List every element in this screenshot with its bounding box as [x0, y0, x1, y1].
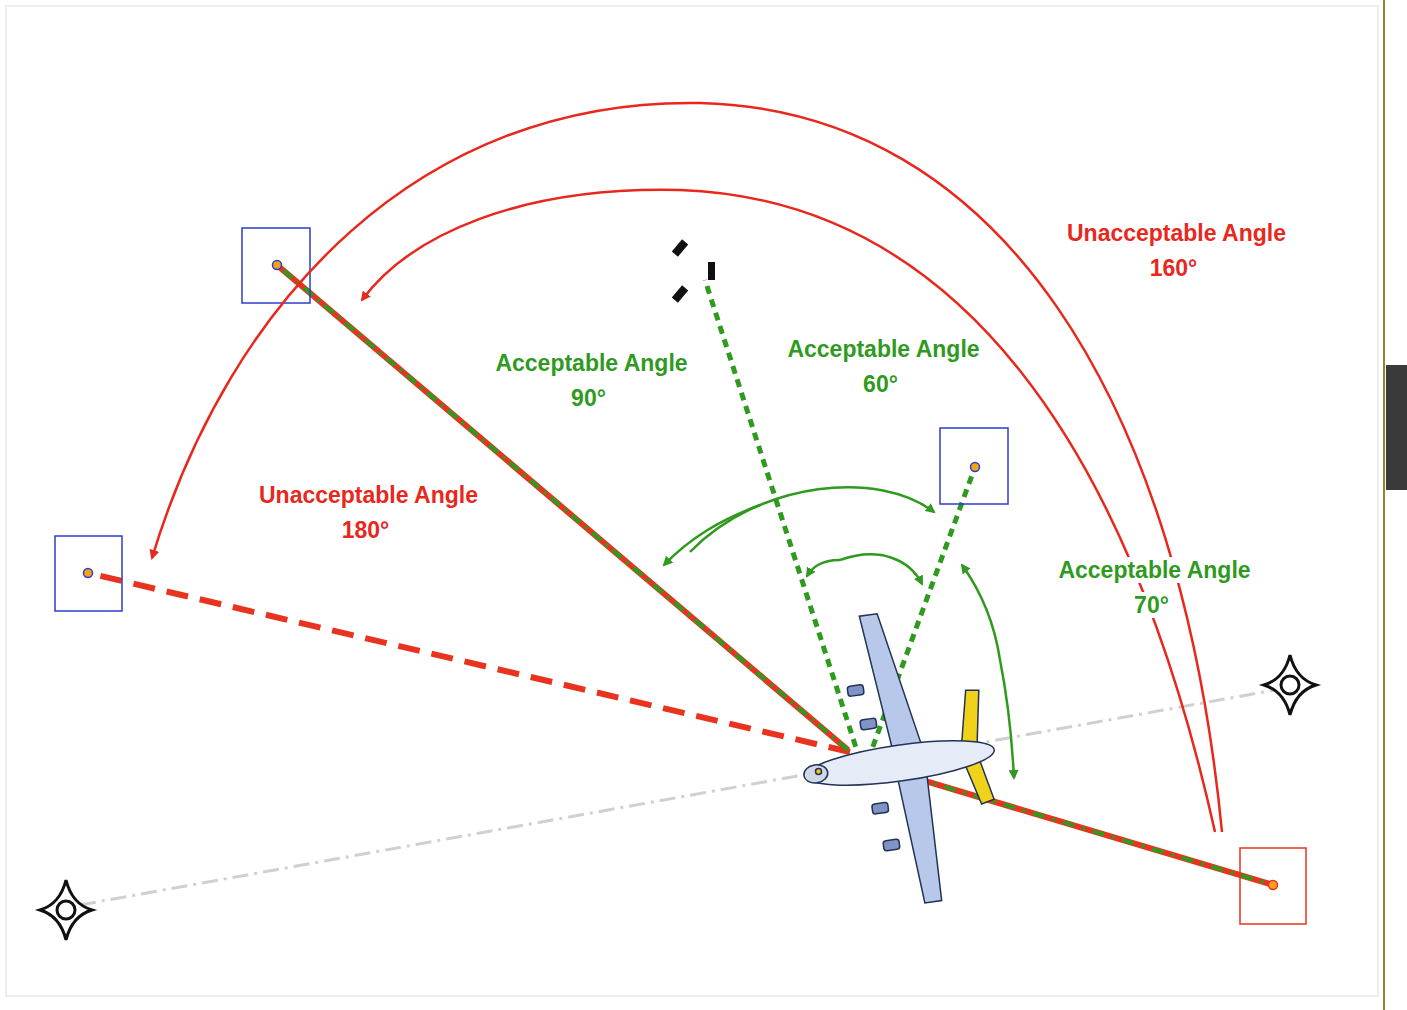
reference-line — [80, 690, 1275, 905]
angle-arc — [962, 565, 1000, 660]
acceptable-angle-label: Acceptable Angle 70° — [1055, 557, 1250, 618]
bearing-line — [88, 573, 850, 752]
unacceptable-angle-label-box: Unacceptable Angle 180° — [236, 478, 498, 547]
position-square — [940, 428, 1008, 504]
aircraft — [783, 600, 1014, 917]
angle-arc — [840, 554, 922, 584]
acceptable-angle-label-box: Acceptable Angle 60° — [771, 332, 993, 401]
unacceptable-angle-label: Unacceptable Angle 160° — [1064, 220, 1286, 281]
position-square — [55, 536, 122, 611]
runway-marker — [672, 239, 715, 302]
position-square — [1240, 848, 1306, 924]
position-square — [242, 228, 310, 303]
page-border — [1383, 0, 1385, 1010]
acceptable-angle-label: Acceptable Angle 90° — [492, 350, 687, 411]
unacceptable-angle-label-box: Unacceptable Angle 160° — [1044, 216, 1306, 285]
angle-arc — [807, 560, 840, 576]
angle-arc — [152, 103, 1222, 832]
unacceptable-angle-label: Unacceptable Angle 180° — [256, 482, 478, 543]
position-dot — [84, 261, 1278, 890]
acceptable-angle-label-box: Acceptable Angle 70° — [1042, 553, 1264, 622]
acceptable-angle-label: Acceptable Angle 60° — [784, 336, 979, 397]
angle-arc — [362, 190, 1215, 832]
angle-arc — [664, 505, 760, 565]
navaid-symbol — [40, 655, 1316, 940]
side-tab — [1386, 365, 1407, 490]
acceptable-angle-label-box: Acceptable Angle 90° — [479, 346, 701, 415]
page-frame — [6, 6, 1378, 996]
angle-arc — [1000, 660, 1014, 778]
